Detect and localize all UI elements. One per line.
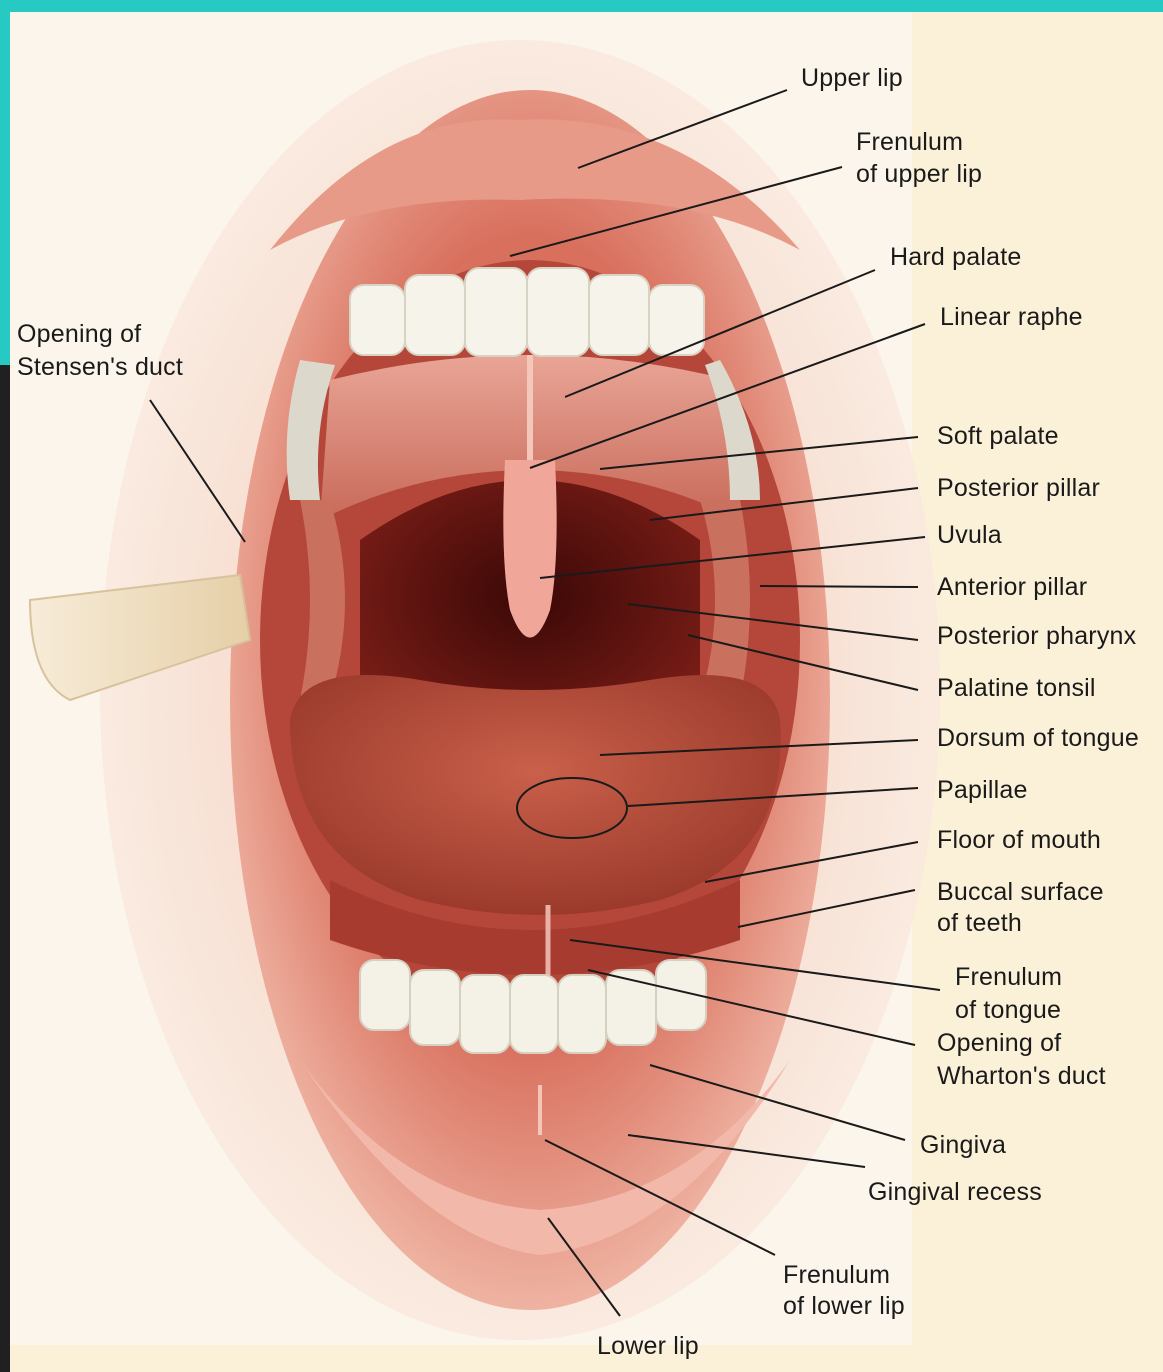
label-posterior-pillar: Posterior pillar — [937, 472, 1100, 504]
label-stensen-line1: Opening of — [17, 318, 141, 350]
label-gingival-recess: Gingival recess — [868, 1176, 1042, 1208]
label-frenulum-tongue-line2: of tongue — [955, 994, 1061, 1026]
label-anterior-pillar: Anterior pillar — [937, 571, 1087, 603]
label-palatine-tonsil: Palatine tonsil — [937, 672, 1096, 704]
label-floor-of-mouth: Floor of mouth — [937, 824, 1101, 856]
label-posterior-pharynx: Posterior pharynx — [937, 620, 1136, 652]
label-frenulum-lower-lip-line1: Frenulum — [783, 1259, 890, 1291]
uvula — [503, 460, 556, 638]
label-hard-palate: Hard palate — [890, 241, 1021, 273]
label-buccal-surface-line1: Buccal surface — [937, 876, 1104, 908]
label-wharton-line2: Wharton's duct — [937, 1060, 1106, 1092]
label-lower-lip: Lower lip — [597, 1330, 699, 1362]
label-dorsum-of-tongue: Dorsum of tongue — [937, 722, 1139, 754]
label-frenulum-upper-lip-line2: of upper lip — [856, 158, 982, 190]
label-papillae: Papillae — [937, 774, 1028, 806]
label-uvula: Uvula — [937, 519, 1002, 551]
label-frenulum-lower-lip-line2: of lower lip — [783, 1290, 905, 1322]
label-upper-lip: Upper lip — [801, 62, 903, 94]
label-frenulum-upper-lip-line1: Frenulum — [856, 126, 963, 158]
label-linear-raphe: Linear raphe — [940, 301, 1083, 333]
label-buccal-surface-line2: of teeth — [937, 907, 1022, 939]
label-wharton-line1: Opening of — [937, 1027, 1061, 1059]
label-stensen-line2: Stensen's duct — [17, 351, 183, 383]
label-gingiva: Gingiva — [920, 1129, 1006, 1161]
label-frenulum-tongue-line1: Frenulum — [955, 961, 1062, 993]
label-soft-palate: Soft palate — [937, 420, 1059, 452]
